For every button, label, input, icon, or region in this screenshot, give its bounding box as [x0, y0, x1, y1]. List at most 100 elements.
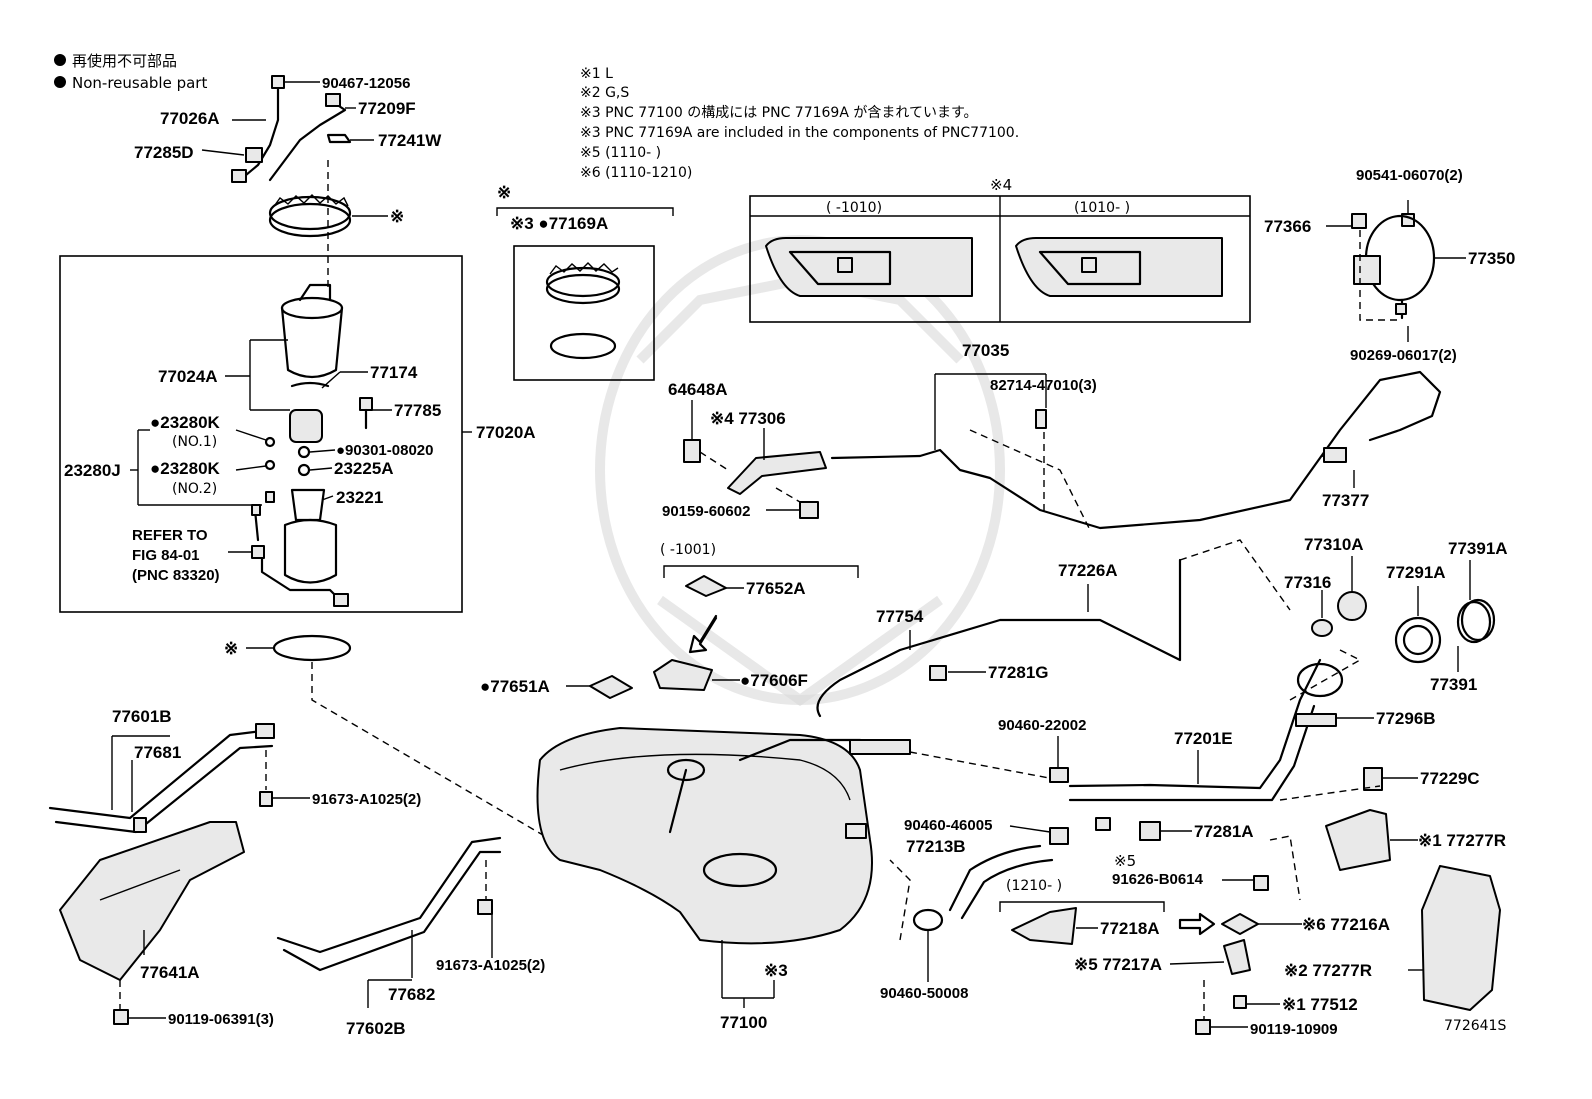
label-23280J: 23280J — [64, 461, 121, 480]
kit-box: ※ ※3 ●77169A — [496, 183, 674, 381]
reference-lines — [889, 785, 1381, 941]
bullet-icon — [54, 54, 66, 66]
figure-id: 772641S — [1444, 1018, 1506, 1034]
label-23221: 23221 — [336, 488, 383, 507]
label-90269: 90269-06017(2) — [1350, 347, 1457, 364]
filler-pipe-group: 90460-22002 77201E 77296B — [998, 658, 1436, 802]
tank-cover-group: ( -1001) 77652A ●77651A ●77606F — [480, 542, 859, 699]
lid-opener-group: 64648A ※4 77306 90159-60602 — [662, 380, 827, 520]
label-77601B: 77601B — [112, 707, 172, 726]
right-protectors: 77229C ※1 77277R ※2 77277R 772641S — [1284, 767, 1506, 1034]
pump-hose-group: 90467-12056 77026A 77209F 77285D 77241W — [134, 75, 442, 183]
variant-left: ( -1010) — [826, 200, 882, 216]
label-77606F: ●77606F — [740, 671, 808, 690]
label-77281A: 77281A — [1194, 822, 1254, 841]
label-77213B: 77213B — [906, 837, 966, 856]
fuel-tank: ※3 77100 — [536, 727, 1061, 1032]
fuel-lid-icon — [1081, 257, 1097, 273]
label-90460-a: 90460-22002 — [998, 717, 1086, 734]
label-77296B: 77296B — [1376, 709, 1436, 728]
label-77306: ※4 77306 — [710, 409, 786, 428]
legend-en: Non-reusable part — [72, 74, 207, 92]
label-90467: 90467-12056 — [322, 75, 410, 92]
note-5: ※5 (1110- ) — [580, 145, 661, 161]
label-90159: 90159-60602 — [662, 503, 750, 520]
label-77218A: 77218A — [1100, 919, 1160, 938]
range-1210: (1210- ) — [1006, 878, 1062, 894]
label-mark3: ※3 — [764, 961, 788, 980]
label-77652A: 77652A — [746, 579, 806, 598]
kit-mark: ※ — [497, 183, 511, 202]
pump-assembly-box: 77024A 77174 77785 77020A ●23280K (NO.1)… — [59, 255, 536, 613]
label-90460-b: 90460-46005 — [904, 817, 992, 834]
refer-line-3: (PNC 83320) — [132, 567, 220, 584]
label-mark5: ※5 — [1114, 852, 1136, 870]
label-77377: 77377 — [1322, 491, 1369, 510]
notes: ※1 L ※2 G,S ※3 PNC 77100 の構成には PNC 77169… — [580, 66, 1019, 181]
label-77229C: 77229C — [1420, 769, 1480, 788]
variant-right: (1010- ) — [1074, 200, 1130, 216]
label-77201E: 77201E — [1174, 729, 1233, 748]
lower-hose-group: 90460-46005 77213B 77281A ※5 91626-B0614… — [880, 817, 1269, 1002]
label-77281G: 77281G — [988, 663, 1049, 682]
label-77682: 77682 — [388, 985, 435, 1004]
label-77174: 77174 — [370, 363, 418, 382]
refer-line-2: FIG 84-01 — [132, 547, 200, 564]
label-91626: 91626-B0614 — [1112, 871, 1204, 888]
label-90541: 90541-06070(2) — [1356, 167, 1463, 184]
label-77217A: ※5 77217A — [1074, 955, 1162, 974]
lock-ring: ※ — [268, 160, 404, 290]
label-77366: 77366 — [1264, 217, 1311, 236]
bracket-group: (1210- ) 77218A ※6 77216A ※5 77217A ※1 7… — [999, 878, 1390, 1038]
label-77024A: 77024A — [158, 367, 218, 386]
label-77285D: 77285D — [134, 143, 194, 162]
label-77241W: 77241W — [378, 131, 442, 150]
label-77391: 77391 — [1430, 675, 1477, 694]
label-90301: ●90301-08020 — [336, 442, 433, 459]
label-77350: 77350 — [1468, 249, 1515, 268]
label-77035: 77035 — [962, 341, 1009, 360]
label-64648A: 64648A — [668, 380, 728, 399]
label-91673-b: 91673-A1025(2) — [436, 957, 545, 974]
bullet-icon — [54, 76, 66, 88]
label-77310A: 77310A — [1304, 535, 1364, 554]
label-no1: (NO.1) — [172, 434, 217, 450]
label-77026A: 77026A — [160, 109, 220, 128]
label-90119-b: 90119-10909 — [1250, 1021, 1338, 1038]
note-2: ※2 G,S — [580, 85, 629, 101]
label-90460-c: 90460-50008 — [880, 985, 968, 1002]
label-23280K-1: ●23280K — [150, 413, 221, 432]
arrow-icon — [1178, 912, 1216, 936]
variant-box: ※4 ( -1010) (1010- ) — [749, 176, 1251, 323]
range-1001: ( -1001) — [660, 542, 716, 558]
label-77020A: 77020A — [476, 423, 536, 442]
left-straps: 77601B 77681 91673-A1025(2) — [48, 707, 421, 834]
legend-ja: 再使用不可部品 — [72, 52, 177, 70]
label-82714: 82714-47010(3) — [990, 377, 1097, 394]
label-77291A: 77291A — [1386, 563, 1446, 582]
left-shield: 77641A 90119-06391(3) — [59, 821, 274, 1028]
fuel-lid-icon — [837, 257, 853, 273]
fuel-cap-group: 77310A 77391A 77316 77291A 77391 — [1284, 535, 1508, 701]
label-23225A: 23225A — [334, 459, 394, 478]
right-straps: 91673-A1025(2) 77682 77602B — [276, 836, 545, 1038]
opener-cable-group: 77035 82714-47010(3) 77377 — [830, 341, 1442, 531]
label-77316: 77316 — [1284, 573, 1331, 592]
label-77785: 77785 — [394, 401, 441, 420]
kit-title: ※3 ●77169A — [510, 214, 608, 233]
label-77209F: 77209F — [358, 99, 416, 118]
note-3-en: ※3 PNC 77169A are included in the compon… — [580, 125, 1019, 141]
label-77651A: ●77651A — [480, 677, 550, 696]
label-23280K-2: ●23280K — [150, 459, 221, 478]
vent-hoses: 77226A 77754 77281G — [816, 539, 1291, 718]
label-90119-a: 90119-06391(3) — [168, 1011, 274, 1028]
label-gasket-mark: ※ — [224, 639, 238, 658]
label-177512: ※1 77512 — [1282, 995, 1358, 1014]
label-77277R-2: ※2 77277R — [1284, 961, 1372, 980]
label-77681: 77681 — [134, 743, 181, 762]
note-1: ※1 L — [580, 66, 613, 82]
label-77754: 77754 — [876, 607, 924, 626]
pump-gasket: ※ — [224, 634, 561, 846]
fuel-door-group: 90541-06070(2) 77366 77350 90269-06017(2… — [1264, 167, 1515, 364]
